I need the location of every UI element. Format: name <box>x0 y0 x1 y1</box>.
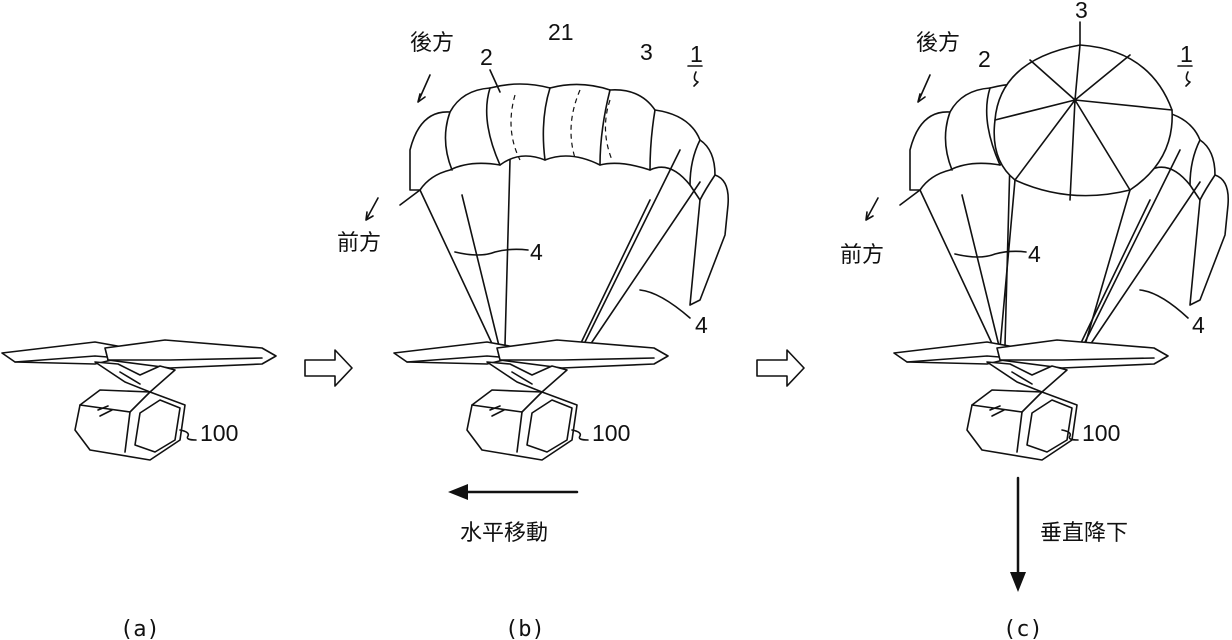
rear-arrow <box>917 74 931 103</box>
front-label: 前方 <box>840 243 884 268</box>
caption-c: (c) <box>1003 617 1043 640</box>
flying-vehicle <box>893 339 1169 461</box>
front-label: 前方 <box>337 231 381 256</box>
ref-2: 2 <box>978 46 991 72</box>
round-parachute <box>993 44 1173 349</box>
motion-label: 水平移動 <box>460 521 548 546</box>
rear-label: 後方 <box>410 31 454 56</box>
ref-4b: 4 <box>695 312 708 338</box>
caption-b: (b) <box>505 617 545 640</box>
paraglider-canopy <box>409 83 730 306</box>
caption-a: (a) <box>120 617 160 640</box>
ref-4: 4 <box>1028 241 1041 267</box>
motion-label: 垂直降下 <box>1040 521 1128 546</box>
panel-b: 後方 前方 2 21 3 1 4 4 100 水平移動 (b) <box>337 19 730 640</box>
ref-2: 2 <box>480 44 493 70</box>
rear-arrow <box>417 74 431 103</box>
front-arrow <box>365 197 379 221</box>
transition-arrow-ab <box>304 349 353 387</box>
ref-3: 3 <box>640 39 653 65</box>
ref-4: 4 <box>530 239 543 265</box>
panel-c: 後方 前方 2 3 1 4 4 100 垂直降下 (c) <box>840 0 1230 640</box>
ref-100: 100 <box>592 420 630 446</box>
front-arrow <box>865 197 879 221</box>
ref-21: 21 <box>548 19 574 45</box>
panel-a: 100 (a) <box>1 339 277 640</box>
ref-1: 1 <box>690 41 703 67</box>
ref-100: 100 <box>200 420 238 446</box>
ref-4b: 4 <box>1192 312 1205 338</box>
ref-3: 3 <box>1075 0 1088 23</box>
ref-1: 1 <box>1180 41 1193 67</box>
transition-arrow-bc <box>756 349 805 387</box>
leader-line <box>179 429 197 441</box>
ref-100: 100 <box>1082 420 1120 446</box>
rear-label: 後方 <box>916 31 960 56</box>
